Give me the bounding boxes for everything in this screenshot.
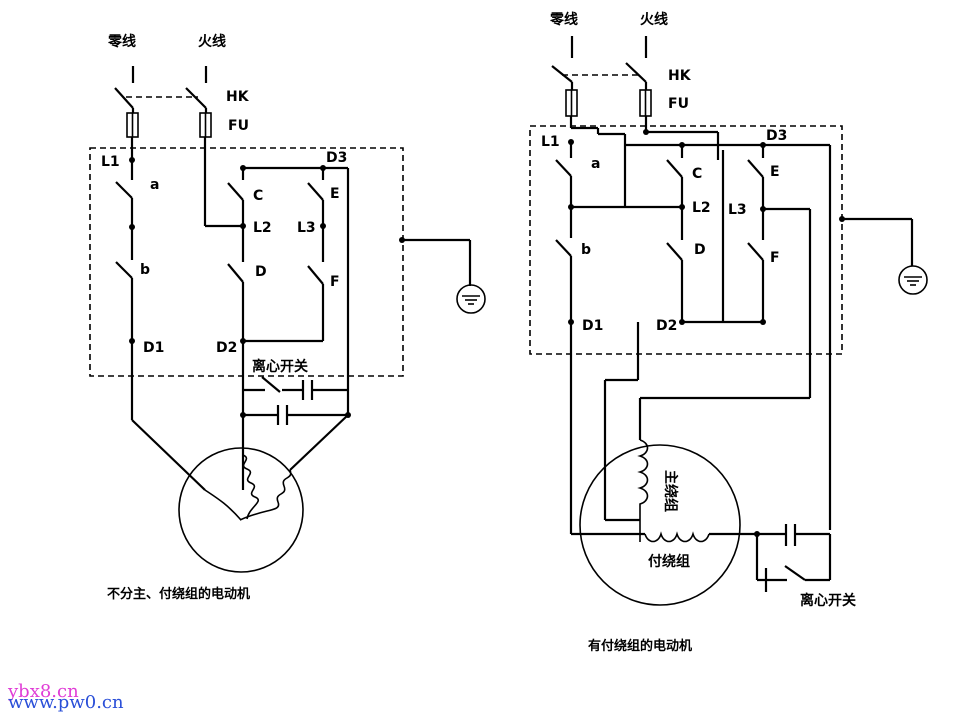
right-neutral-label: 零线 [549, 11, 578, 28]
left-fu-label: FU [228, 118, 249, 134]
right-d2-label: D2 [656, 318, 677, 334]
left-centrifugal-switch [261, 376, 281, 393]
right-e-label: E [770, 164, 780, 180]
left-diagram: 零线 火线 HK FU L1 a b C L2 D E L3 F D3 D1 D… [89, 33, 486, 602]
left-caption: 不分主、付绕组的电动机 [107, 586, 250, 602]
left-l3-label: L3 [297, 220, 316, 236]
right-switch-d [666, 242, 683, 261]
right-l3-label: L3 [728, 202, 747, 218]
right-motor-icon [579, 444, 741, 606]
right-hk-label: HK [668, 68, 692, 84]
left-hk-blade-2 [185, 87, 207, 109]
left-centrifugal-label: 离心开关 [252, 358, 308, 375]
right-c-label: C [692, 166, 702, 182]
left-switch-f [307, 265, 324, 285]
right-switch-e [747, 159, 764, 178]
watermark-line-2: www.pw0.cn [8, 692, 124, 713]
left-switch-a [115, 181, 133, 199]
left-motor-icon [178, 447, 304, 573]
right-d3-label: D3 [766, 128, 787, 144]
right-a-label: a [591, 156, 600, 172]
right-l2-label: L2 [692, 200, 711, 216]
right-b-label: b [581, 242, 591, 258]
left-switch-c [227, 182, 244, 201]
right-aux-winding-coil [644, 531, 710, 543]
right-switch-f [747, 242, 764, 261]
left-l3-node [320, 223, 326, 229]
left-b-label: b [140, 262, 150, 278]
left-d2-label: D2 [216, 340, 237, 356]
right-aux-winding-label: 付绕组 [648, 553, 690, 570]
left-a-label: a [150, 177, 159, 193]
left-d3-label: D3 [326, 150, 347, 166]
left-switch-b [115, 261, 133, 279]
right-l1-node [568, 139, 574, 145]
right-enclosure [529, 125, 843, 355]
left-l1-node [129, 157, 135, 163]
right-ground-icon [898, 265, 928, 295]
left-switch-d [227, 263, 244, 283]
right-d-label: D [694, 242, 706, 258]
right-hk-blade-1 [551, 65, 573, 83]
left-l1-label: L1 [101, 154, 120, 170]
left-f-label: F [330, 274, 340, 290]
left-winding-1 [242, 454, 260, 520]
left-l2-label: L2 [253, 220, 272, 236]
right-main-winding-coil [637, 439, 649, 542]
right-switch-c [666, 159, 683, 178]
left-hk-blade-1 [114, 87, 134, 109]
right-main-winding-label: 主绕组 [662, 470, 679, 512]
left-d1-to-motor [131, 419, 206, 491]
right-caption: 有付绕组的电动机 [588, 638, 692, 654]
right-d1-label: D1 [582, 318, 603, 334]
right-fu-label: FU [668, 96, 689, 112]
left-switch-e [307, 182, 324, 201]
left-hk-label: HK [226, 89, 250, 105]
left-live-label: 火线 [198, 33, 226, 50]
left-winding-2 [239, 469, 292, 521]
right-switch-b [555, 239, 572, 257]
left-l2-node [240, 223, 246, 229]
left-c-label: C [253, 188, 263, 204]
right-d1-node [568, 319, 574, 325]
right-hk-blade-2 [625, 62, 647, 83]
right-l2-node [679, 204, 685, 210]
right-f-label: F [770, 250, 780, 266]
right-centrifugal-switch [784, 565, 806, 581]
left-d1-label: D1 [143, 340, 164, 356]
right-centrifugal-label: 离心开关 [800, 592, 856, 609]
left-ground-icon [456, 284, 486, 314]
right-live-label: 火线 [640, 11, 668, 28]
right-l1-label: L1 [541, 134, 560, 150]
left-neutral-label: 零线 [107, 33, 136, 50]
right-switch-a [555, 159, 572, 177]
left-e-label: E [330, 186, 340, 202]
watermark-line-1: ybx8.cn [7, 681, 79, 702]
right-diagram: 零线 火线 HK FU L1 a b C L2 D E L3 F D3 D1 D… [529, 11, 928, 654]
left-d-label: D [255, 264, 267, 280]
left-d1-node [129, 338, 135, 344]
